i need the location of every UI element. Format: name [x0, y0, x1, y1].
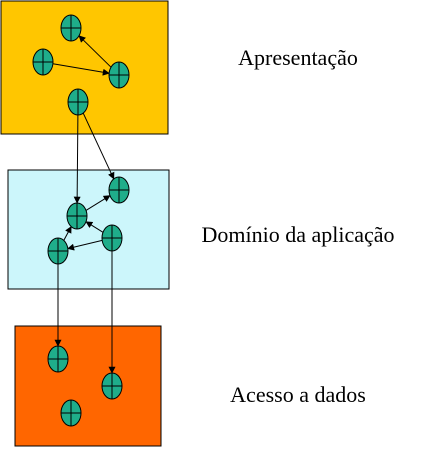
domain-layer-box — [7, 169, 170, 290]
node-p4 — [67, 88, 89, 116]
domain-layer-label: Domínio da aplicação — [201, 222, 394, 247]
link-d4-to-d2 — [63, 225, 72, 241]
node-d4 — [47, 237, 69, 265]
link-d3-to-d4 — [67, 239, 103, 251]
link-p4-to-d1 — [82, 112, 115, 180]
dependency-links — [52, 35, 116, 374]
presentation-layer-label: Apresentação — [238, 45, 358, 70]
link-p2-to-p3 — [52, 63, 110, 76]
component-nodes — [32, 14, 130, 427]
node-p2 — [32, 48, 54, 76]
node-d3 — [101, 224, 123, 252]
data-access-layer-box — [14, 325, 162, 447]
node-d2 — [66, 202, 88, 230]
data-access-layer-label: Acesso a dados — [230, 382, 366, 407]
link-p4-to-d2 — [73, 114, 81, 204]
node-a2 — [101, 372, 123, 400]
presentation-layer-box — [0, 0, 169, 135]
node-a1 — [47, 345, 69, 373]
link-p3-to-p1 — [78, 35, 112, 68]
link-d3-to-d2 — [85, 221, 104, 233]
node-p1 — [60, 14, 82, 42]
node-a3 — [60, 399, 82, 427]
link-d2-to-d1 — [85, 195, 111, 211]
node-p3 — [108, 61, 130, 89]
node-d1 — [108, 176, 130, 204]
